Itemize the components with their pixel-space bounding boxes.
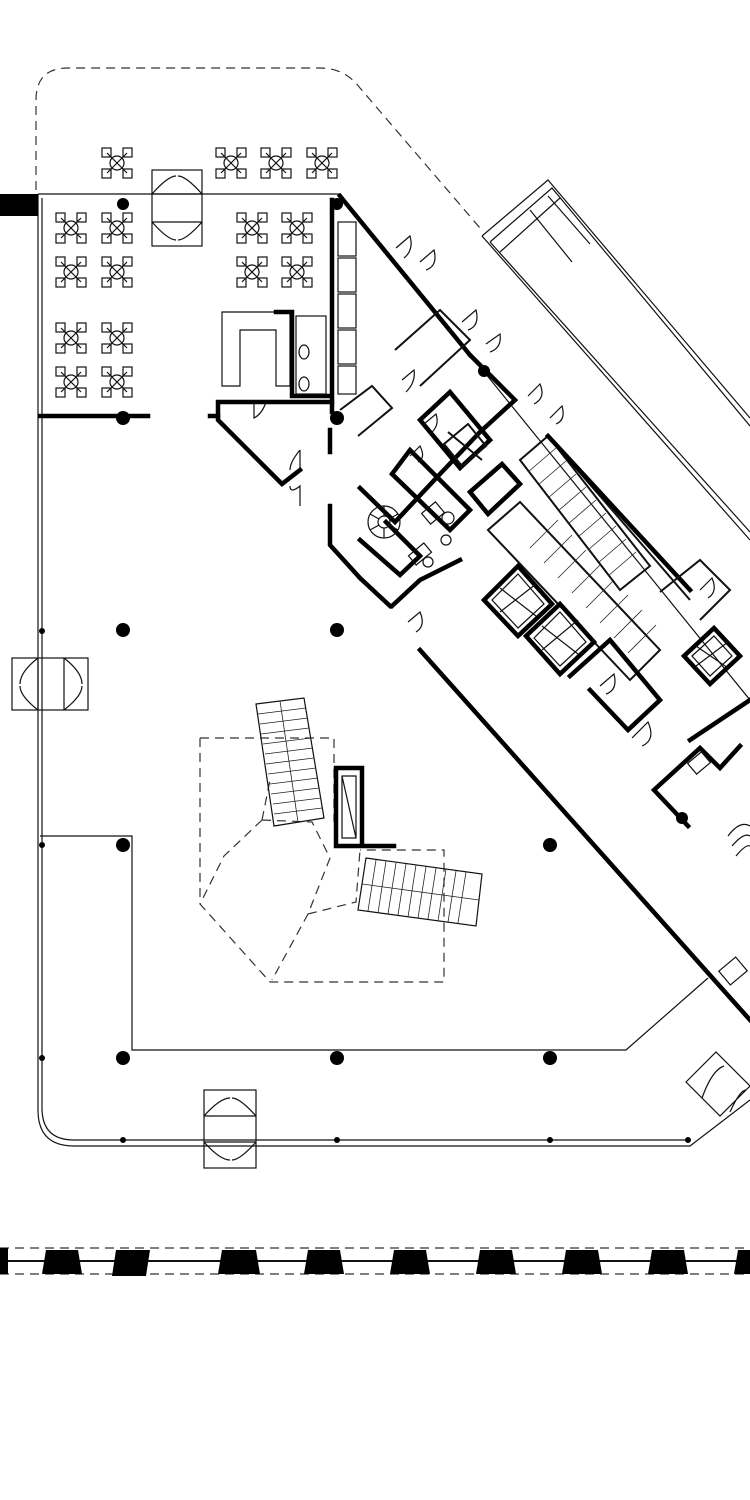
column — [676, 812, 688, 824]
column — [116, 623, 130, 637]
table — [101, 147, 133, 179]
rail-sleeper — [112, 1250, 150, 1276]
column — [331, 198, 343, 210]
table — [215, 147, 247, 179]
rail-sleeper — [304, 1250, 344, 1274]
bar-counter — [221, 311, 291, 387]
spiral-stair — [367, 505, 401, 539]
column — [330, 623, 344, 637]
column-small — [334, 1137, 340, 1143]
platform-canopy — [481, 179, 750, 541]
table — [281, 212, 313, 244]
service-block-right — [659, 558, 732, 621]
table — [281, 256, 313, 288]
entrance-wall-block — [0, 194, 38, 216]
column-small — [547, 1137, 553, 1143]
cafe-tables — [55, 147, 338, 398]
table — [55, 322, 87, 354]
table — [306, 147, 338, 179]
column — [116, 1051, 130, 1065]
rail-sleeper — [42, 1250, 82, 1274]
reception-furniture — [407, 501, 750, 986]
building-outline-inner — [41, 198, 686, 1141]
service-room-walls — [215, 399, 335, 487]
toilet-fixture — [298, 376, 310, 392]
rail-sleeper — [390, 1250, 430, 1274]
column — [116, 838, 130, 852]
table — [55, 366, 87, 398]
diagonal-facade-wall — [336, 192, 750, 1024]
building-outline — [37, 193, 750, 1147]
column-small — [39, 628, 45, 634]
column — [543, 1051, 557, 1065]
table — [236, 256, 268, 288]
toilet-fixture — [298, 344, 310, 360]
hall-inner-line — [40, 835, 709, 1051]
column — [543, 838, 557, 852]
door-west — [11, 657, 89, 711]
columns — [39, 198, 691, 1143]
rail-sleeper — [0, 1248, 8, 1274]
atrium-stair-north — [255, 697, 325, 827]
toilet-room — [295, 315, 327, 395]
booth-seating — [337, 221, 357, 395]
elevator-shafts — [442, 422, 744, 688]
table — [101, 256, 133, 288]
core-wall-vertical — [327, 197, 394, 610]
atrium-lift-wall — [333, 765, 397, 849]
column — [330, 411, 344, 425]
table — [101, 212, 133, 244]
rail-sleeper — [648, 1250, 688, 1274]
column — [117, 198, 129, 210]
table — [101, 366, 133, 398]
column-small — [685, 1137, 691, 1143]
atrium-lift-inner — [341, 775, 357, 839]
lower-core-rooms — [566, 636, 750, 830]
table — [260, 147, 292, 179]
rail-sleeper — [218, 1250, 260, 1274]
rail-sleeper — [734, 1250, 750, 1274]
table — [55, 212, 87, 244]
interior-doors — [253, 234, 715, 747]
column-small — [39, 842, 45, 848]
railway-track — [0, 1247, 750, 1276]
table — [101, 322, 133, 354]
atrium-stair-east — [357, 857, 483, 927]
column — [478, 365, 490, 377]
table — [236, 212, 268, 244]
column-small — [39, 1055, 45, 1061]
door-southeast — [685, 1051, 750, 1117]
column — [116, 411, 130, 425]
door-south — [203, 1089, 257, 1169]
door-north — [151, 169, 203, 247]
rail-sleeper — [476, 1250, 516, 1274]
column-small — [120, 1137, 126, 1143]
atrium-void-outline — [199, 737, 445, 983]
core-stair-run — [486, 432, 694, 682]
atrium-inner-outline — [199, 779, 361, 981]
kitchen-wall — [273, 309, 333, 399]
core-rooms — [339, 308, 524, 610]
table — [55, 256, 87, 288]
rail-sleeper — [562, 1250, 602, 1274]
column — [330, 1051, 344, 1065]
